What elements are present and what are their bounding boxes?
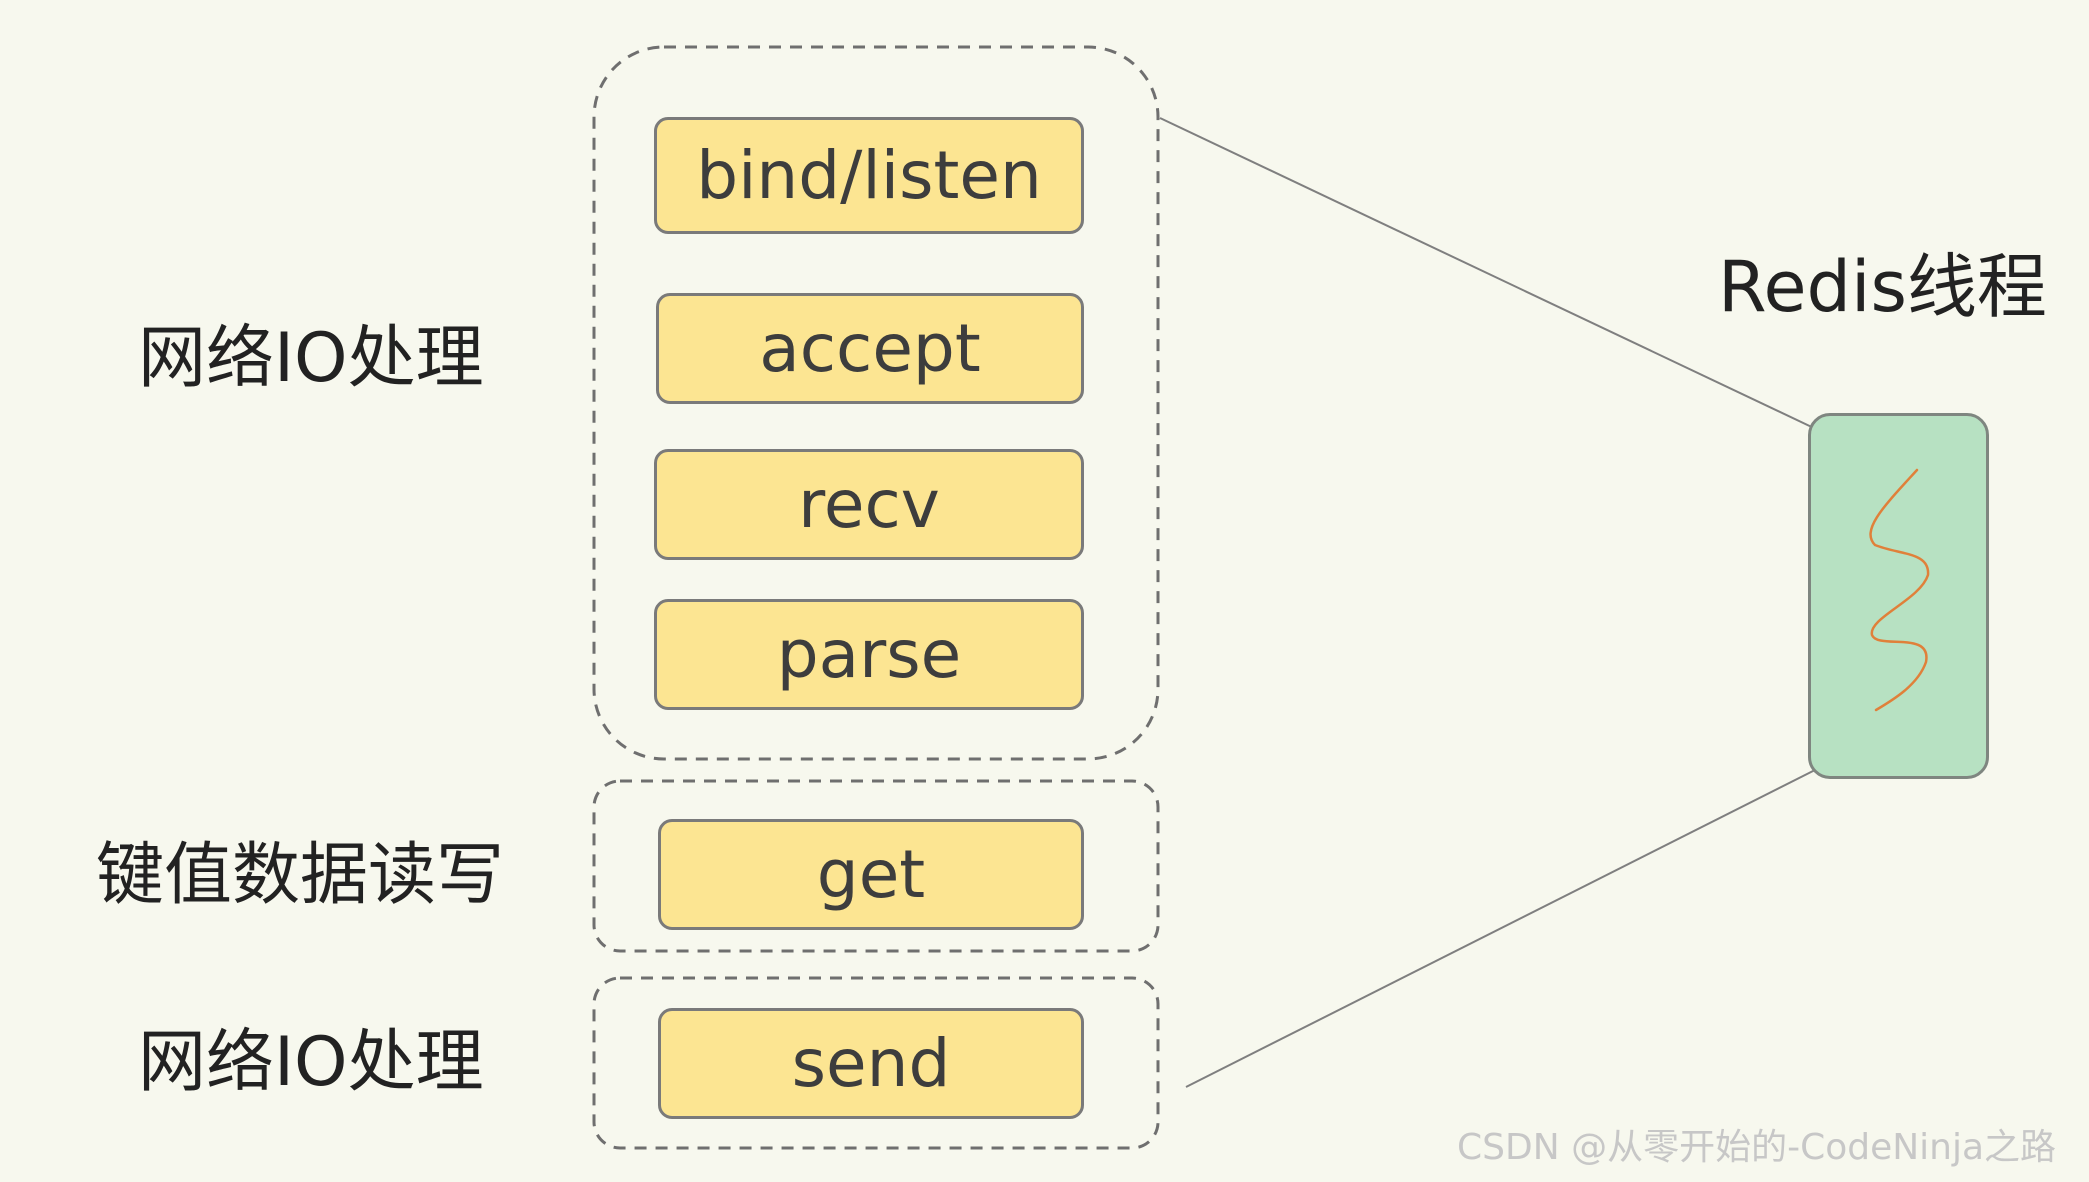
connector-line-bottom bbox=[1185, 769, 1816, 1088]
step-get: get bbox=[658, 819, 1084, 930]
step-accept: accept bbox=[656, 293, 1084, 404]
thread-title: Redis线程 bbox=[1718, 246, 2047, 328]
step-send: send bbox=[658, 1008, 1084, 1119]
step-recv: recv bbox=[654, 449, 1084, 560]
connector-line-top bbox=[1159, 117, 1819, 431]
step-parse: parse bbox=[654, 599, 1084, 710]
group-box-network-io-top bbox=[592, 45, 1160, 761]
group-box-kv-rw bbox=[592, 779, 1160, 953]
watermark: CSDN @从零开始的-CodeNinja之路 bbox=[1457, 1127, 2057, 1168]
group-box-network-io-bottom bbox=[592, 976, 1160, 1150]
group-label-network-io-top: 网络IO处理 bbox=[138, 319, 484, 398]
redis-thread-box bbox=[1808, 413, 1989, 779]
group-label-kv-rw: 键值数据读写 bbox=[96, 836, 505, 915]
step-bind-listen: bind/listen bbox=[654, 117, 1084, 234]
thread-squiggle-icon bbox=[1869, 468, 1930, 712]
group-label-network-io-bottom: 网络IO处理 bbox=[138, 1023, 484, 1102]
